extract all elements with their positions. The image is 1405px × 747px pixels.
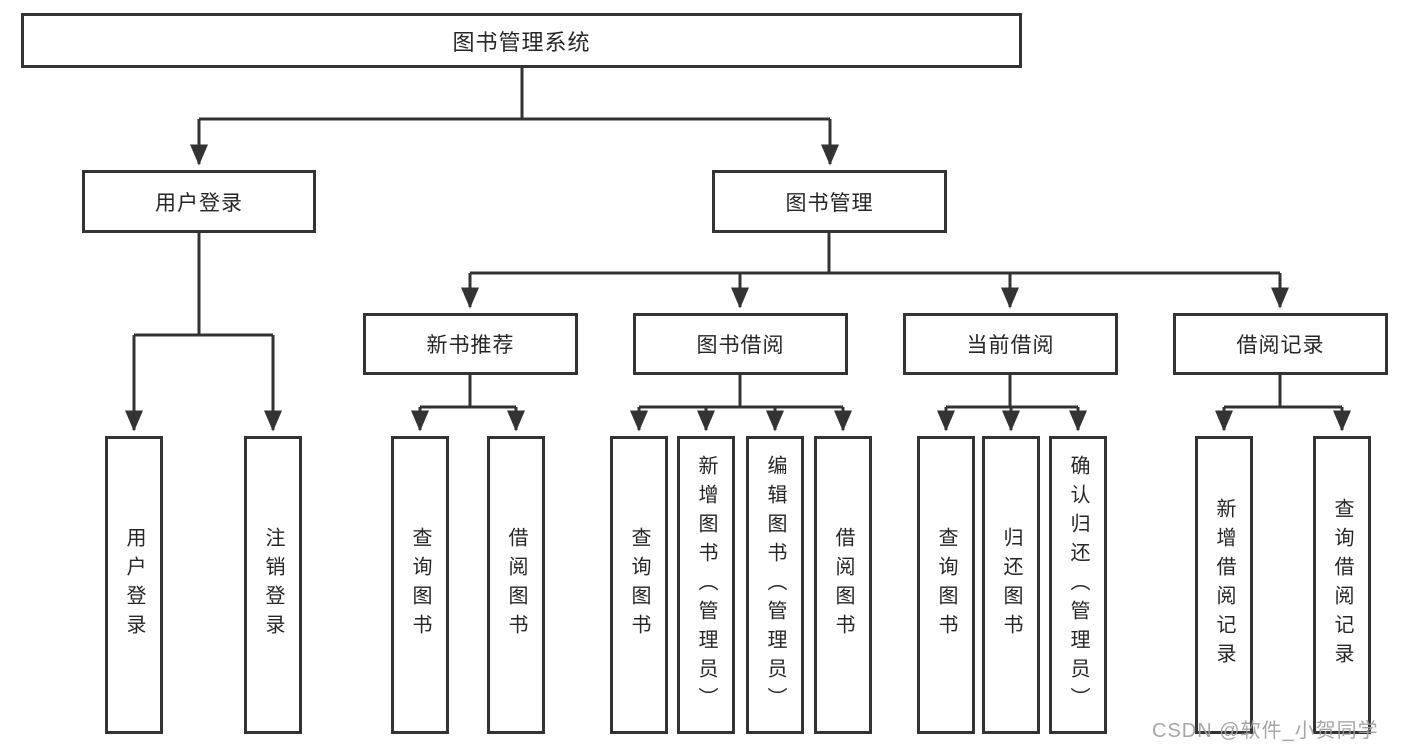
node-label: 借阅记录 bbox=[1236, 334, 1325, 357]
node-book-borrowing: 图书借阅 bbox=[633, 313, 848, 375]
node-user-login-group: 用户登录 bbox=[82, 170, 316, 233]
node-leaf-add-books-admin: 新增图书（管理员） bbox=[677, 436, 735, 734]
node-label: 用户登录 bbox=[123, 527, 145, 643]
node-label: 当前借阅 bbox=[966, 334, 1055, 357]
node-leaf-confirm-return-admin: 确认归还（管理员） bbox=[1049, 436, 1107, 734]
node-label: 归还图书 bbox=[1000, 527, 1022, 643]
node-label: 借阅图书 bbox=[505, 527, 527, 643]
node-library-management-system: 图书管理系统 bbox=[21, 13, 1022, 68]
node-borrowing-records: 借阅记录 bbox=[1173, 313, 1388, 375]
node-leaf-borrow-books-1: 借阅图书 bbox=[487, 436, 545, 734]
node-label: 查询图书 bbox=[935, 527, 957, 643]
node-label: 图书管理系统 bbox=[452, 29, 591, 55]
node-label: 图书借阅 bbox=[696, 334, 785, 357]
node-new-book-recommendation: 新书推荐 bbox=[363, 313, 578, 375]
node-current-borrowing: 当前借阅 bbox=[903, 313, 1118, 375]
csdn-watermark: CSDN @软件_小贺同学 bbox=[1152, 720, 1379, 742]
node-leaf-query-borrow-record: 查询借阅记录 bbox=[1313, 436, 1371, 734]
node-label: 查询图书 bbox=[628, 527, 650, 643]
node-label: 查询借阅记录 bbox=[1331, 498, 1353, 672]
node-leaf-user-login: 用户登录 bbox=[105, 436, 163, 734]
node-leaf-edit-books-admin: 编辑图书（管理员） bbox=[746, 436, 804, 734]
node-leaf-return-books: 归还图书 bbox=[982, 436, 1040, 734]
node-leaf-query-books-3: 查询图书 bbox=[917, 436, 975, 734]
node-label: 注销登录 bbox=[262, 527, 284, 643]
node-leaf-query-books-2: 查询图书 bbox=[610, 436, 668, 734]
node-label: 借阅图书 bbox=[832, 527, 854, 643]
node-label: 查询图书 bbox=[409, 527, 431, 643]
node-leaf-query-books-1: 查询图书 bbox=[391, 436, 449, 734]
node-leaf-add-borrow-record: 新增借阅记录 bbox=[1195, 436, 1253, 734]
node-label: 确认归还（管理员） bbox=[1067, 454, 1089, 716]
node-label: 用户登录 bbox=[155, 191, 243, 215]
node-leaf-borrow-books-2: 借阅图书 bbox=[814, 436, 872, 734]
node-label: 新增图书（管理员） bbox=[695, 454, 717, 716]
node-book-management: 图书管理 bbox=[712, 170, 947, 233]
node-label: 新书推荐 bbox=[426, 334, 515, 357]
node-leaf-logout: 注销登录 bbox=[244, 436, 302, 734]
node-label: 图书管理 bbox=[785, 191, 874, 215]
node-label: 新增借阅记录 bbox=[1213, 498, 1235, 672]
node-label: 编辑图书（管理员） bbox=[764, 454, 786, 716]
